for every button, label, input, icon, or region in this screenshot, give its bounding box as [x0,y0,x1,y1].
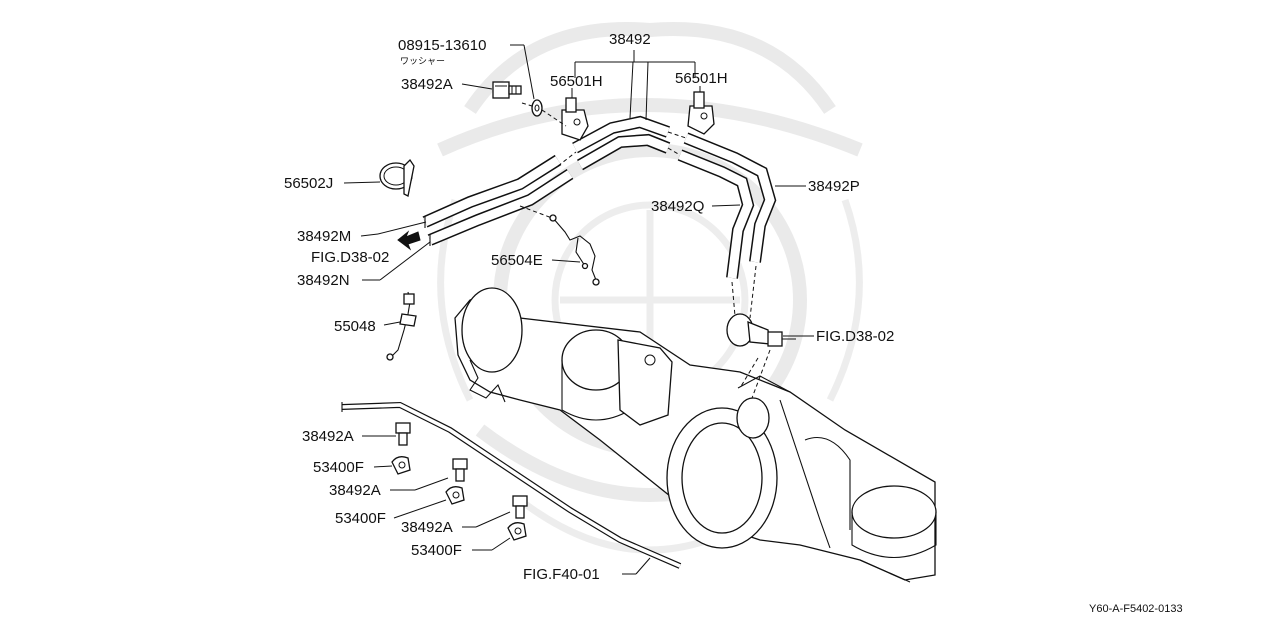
clamp-1 [391,456,411,475]
label-washer-name: ワッシャー [400,56,445,66]
callout-labels: 08915-13610 ワッシャー 38492A 38492 56501H 56… [284,31,1183,615]
assembly-dashes [519,102,771,399]
label-clamp-1: 53400F [313,459,364,476]
label-fig-bottom: FIG.F40-01 [523,566,600,583]
clamp-3 [507,522,527,541]
leader-lines [343,44,814,575]
bolt-2 [452,458,468,482]
label-harness-clip: 56504E [491,252,543,269]
bolt-1 [395,422,411,446]
diagram-code: Y60-A-F5402-0133 [1089,603,1183,615]
label-clamp-3: 53400F [411,542,462,559]
bolt-3 [512,495,528,519]
wiring-clip [549,214,600,286]
hose-38492p [683,132,777,263]
label-clamp-2: 53400F [335,510,386,527]
axle-housing [454,287,937,583]
label-hose-n: 38492N [297,272,350,289]
label-band: 56502J [284,175,333,192]
hose-clip-left [561,97,589,141]
hose-long [341,401,682,569]
label-bolt-top: 38492A [401,76,453,93]
breather-fitting [726,313,796,347]
label-hose-set: 38492 [609,31,651,48]
sensor [386,291,417,361]
label-bolt-3: 38492A [401,519,453,536]
washer [531,99,543,117]
label-sensor: 55048 [334,318,376,335]
label-hose-m: 38492M [297,228,351,245]
label-hose-q: 38492Q [651,198,704,215]
band-clamp [379,158,415,197]
label-bolt-2: 38492A [329,482,381,499]
label-bolt-1: 38492A [302,428,354,445]
hose-clip-right [687,91,715,135]
hose-38492n [427,168,574,246]
bolt-top [492,81,522,99]
label-fig-left: FIG.D38-02 [311,249,389,266]
clamp-2 [445,486,465,505]
direction-arrow-icon [397,230,421,251]
label-fig-right: FIG.D38-02 [816,328,894,345]
hose-38492q [677,149,755,279]
hose-upper-center [572,115,671,171]
label-washer-part-no: 08915-13610 [398,37,486,54]
label-hose-p: 38492P [808,178,860,195]
label-clip-right: 56501H [675,70,728,87]
label-clip-left: 56501H [550,73,603,90]
